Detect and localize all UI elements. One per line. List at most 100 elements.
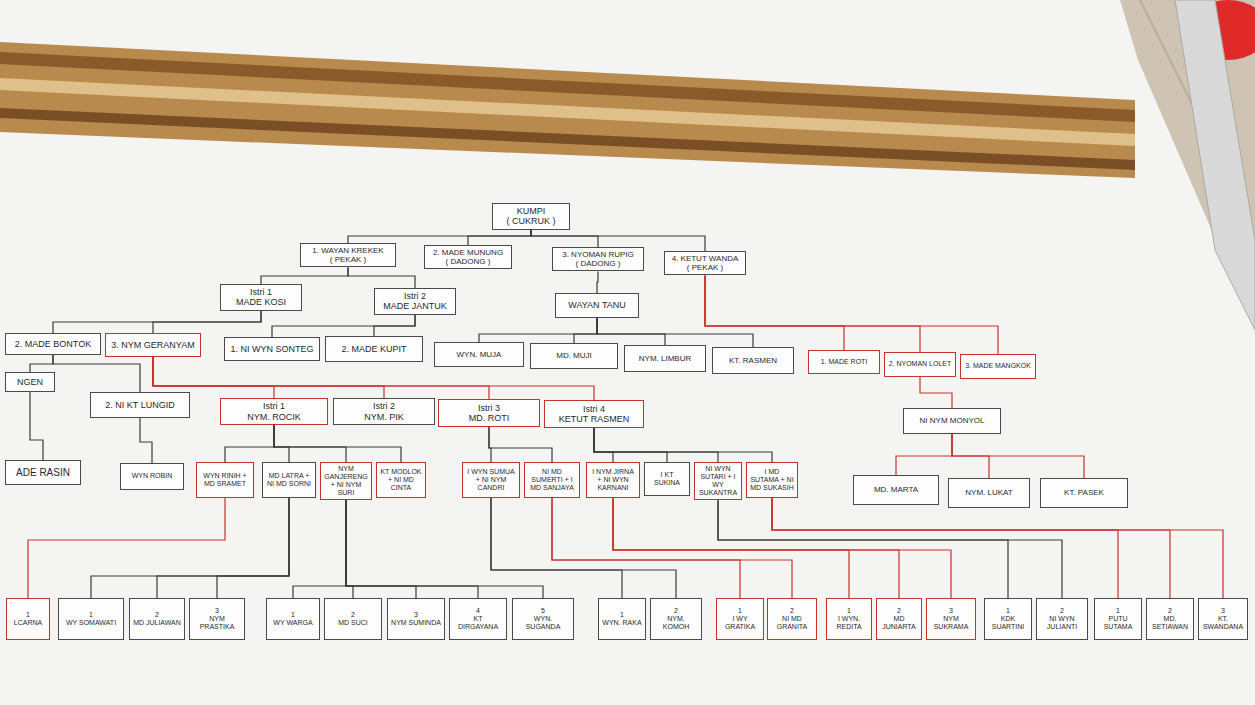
person-box: MD. MUJI: [530, 343, 618, 369]
name-text: Istri 1: [263, 401, 285, 411]
person-box: NI MD SUMERTI + I MD SANJAYA: [524, 462, 580, 498]
name-text: I KT SUKINA: [648, 471, 686, 487]
person-box: KT MODLOK + NI MD CINTA: [376, 462, 426, 498]
name-text: MD LATRA + NI MD SORNI: [266, 472, 312, 488]
name-text: ( PEKAK ): [330, 255, 366, 264]
name-text: I WY GRATIKA: [720, 615, 760, 631]
family-line: [552, 498, 792, 598]
family-line: [552, 498, 740, 598]
name-text: 5: [541, 607, 545, 615]
name-text: Istri 2: [404, 291, 426, 301]
person-box: 3NYM PRASTIKA: [189, 598, 245, 640]
family-line: [91, 498, 289, 598]
name-text: NYM. LIMBUR: [639, 354, 691, 363]
family-line: [274, 425, 289, 462]
name-text: NYM. LUKAT: [965, 488, 1012, 497]
family-line: [30, 355, 53, 372]
person-box: Istri 2MADE JANTUK: [374, 288, 456, 315]
name-text: MADE KOSI: [236, 297, 286, 307]
name-text: Istri 3: [478, 403, 500, 413]
name-text: I NYM JIRNA + NI WYN KARNANI: [590, 468, 636, 492]
family-line: [705, 275, 998, 354]
name-text: Istri 4: [583, 404, 605, 414]
name-text: 3. MADE MANGKOK: [965, 362, 1031, 370]
family-line: [597, 271, 598, 293]
name-text: 2: [674, 607, 678, 615]
person-box: 3NYM SUKRAMA: [926, 598, 976, 640]
person-box: 2. NYOMAN LOLET: [884, 352, 956, 377]
name-text: Istri 1: [250, 287, 272, 297]
name-text: MD JUNIARTA: [880, 615, 918, 631]
person-box: 1PUTU SUTAMA: [1094, 598, 1142, 640]
family-line: [952, 434, 1084, 478]
name-text: WYN. SUGANDA: [516, 615, 570, 631]
person-box: 2MD. SETIAWAN: [1146, 598, 1194, 640]
person-box: KT. RASMEN: [712, 347, 794, 374]
person-box: 1WY WARGA: [266, 598, 320, 640]
person-box: 4KT DIRGAYANA: [449, 598, 507, 640]
family-line: [772, 498, 1223, 598]
name-text: NI NYM MONYOL: [920, 416, 985, 425]
name-text: ( DADONG ): [446, 257, 491, 266]
person-box: NGEN: [5, 372, 55, 392]
name-text: I MD SUTAMA + NI MD SUKASIH: [750, 468, 794, 492]
name-text: NI MD GRANITA: [771, 615, 813, 631]
name-text: NYM PRASTIKA: [193, 615, 241, 631]
name-text: 2: [1168, 607, 1172, 615]
name-text: 2. NI KT LUNGID: [105, 400, 174, 410]
person-box: 1. WAYAN KREKEK( PEKAK ): [300, 243, 396, 267]
name-text: NYM. KOMOH: [654, 615, 698, 631]
name-text: 1: [847, 607, 851, 615]
name-text: ADE RASIN: [16, 467, 70, 479]
person-box: 2. MADE BONTOK: [5, 333, 101, 355]
person-box: NYM. LUKAT: [948, 478, 1030, 508]
name-text: NYM SUKRAMA: [930, 615, 972, 631]
name-text: Istri 2: [373, 401, 395, 411]
person-box: 1KDK SUARTINI: [984, 598, 1032, 640]
name-text: 3. NYOMAN RUPIG: [562, 250, 634, 259]
name-text: PUTU SUTAMA: [1098, 615, 1138, 631]
person-box: Istri 3MD. ROTI: [438, 399, 540, 427]
family-line: [468, 230, 531, 245]
person-box: I MD SUTAMA + NI MD SUKASIH: [746, 462, 798, 498]
person-box: 3NYM SUMINDA: [387, 598, 445, 640]
name-text: WY WARGA: [273, 619, 312, 627]
family-line: [491, 498, 622, 598]
person-box: 1WY SOMAWATI: [58, 598, 124, 640]
name-text: WY SOMAWATI: [66, 619, 116, 627]
name-text: NI MD SUMERTI + I MD SANJAYA: [528, 468, 576, 492]
person-box: 2MD SUCI: [324, 598, 382, 640]
name-text: NYM. ROCIK: [247, 412, 301, 422]
name-text: MD. SETIAWAN: [1150, 615, 1190, 631]
name-text: NI WYN JULIANTI: [1040, 615, 1084, 631]
name-text: KETUT RASMEN: [559, 414, 629, 424]
name-text: 1. MADE ROTI: [821, 358, 868, 366]
family-line: [217, 498, 289, 598]
family-line: [531, 230, 598, 247]
name-text: 1: [89, 611, 93, 619]
name-text: KT. SWANDANA: [1202, 615, 1244, 631]
person-box: 2NI WYN JULIANTI: [1036, 598, 1088, 640]
name-text: KT. PASEK: [1064, 488, 1104, 497]
name-text: 1: [1006, 607, 1010, 615]
family-line: [274, 425, 346, 462]
name-text: 2: [790, 607, 794, 615]
name-text: KUMPI: [517, 206, 546, 216]
name-text: 1: [738, 607, 742, 615]
family-line: [613, 498, 849, 598]
person-box: 2. MADE KUPIT: [325, 336, 423, 362]
person-box: 1I WYN. REDITA: [826, 598, 872, 640]
name-text: WYN RINIH + MD SRAMET: [200, 472, 250, 488]
name-text: KT DIRGAYANA: [453, 615, 503, 631]
family-line: [479, 318, 597, 342]
name-text: 4: [476, 607, 480, 615]
name-text: 1: [620, 611, 624, 619]
family-line: [594, 428, 613, 462]
family-line: [157, 498, 289, 598]
name-text: 2. MADE MUNUNG: [433, 248, 503, 257]
name-text: MD. ROTI: [469, 413, 510, 423]
name-text: WAYAN TANU: [568, 300, 626, 310]
name-text: 4. KETUT WANDA: [672, 254, 739, 263]
